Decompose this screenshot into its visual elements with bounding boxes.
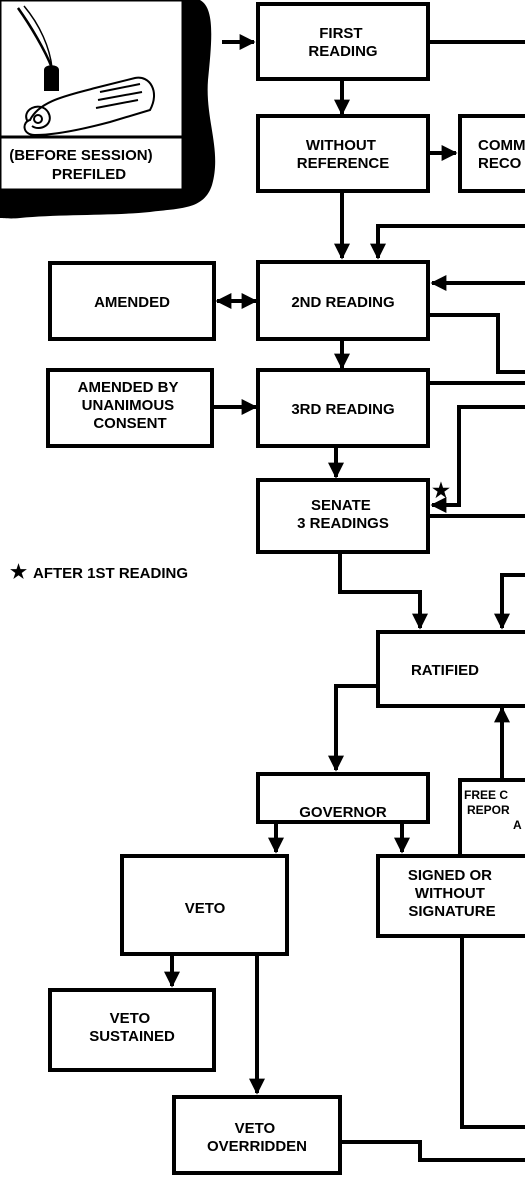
governor-label: GOVERNOR <box>299 804 387 821</box>
node-third-reading: 3RD READING <box>256 368 430 448</box>
node-signed: SIGNED OR WITHOUT SIGNATURE <box>376 854 525 938</box>
veto-overridden-label: VETO OVERRIDDEN <box>207 1120 307 1155</box>
prefiled-node: (BEFORE SESSION) PREFILED <box>0 0 216 219</box>
third-reading-label: 3RD READING <box>291 401 394 418</box>
node-free-conference: FREE C REPOR A <box>458 778 525 862</box>
arrow-senate-to-ratified <box>338 553 428 630</box>
arrow-committee-return <box>370 224 525 260</box>
node-amended: AMENDED <box>48 261 216 341</box>
senate-label: SENATE 3 READINGS <box>297 497 389 532</box>
connectors <box>164 34 525 1162</box>
node-ratified: RATIFIED <box>376 630 525 708</box>
node-veto-overridden: VETO OVERRIDDEN <box>172 1095 342 1175</box>
node-first-reading: FIRST READING <box>256 2 430 81</box>
node-veto-sustained: VETO SUSTAINED <box>48 988 216 1072</box>
node-amended-unanimous: AMENDED BY UNANIMOUS CONSENT <box>46 368 214 448</box>
arrow-into-ratified <box>494 573 525 630</box>
ratified-label: RATIFIED <box>411 662 479 679</box>
line-second-reading-out <box>430 313 525 374</box>
arrow-into-senate <box>430 405 525 513</box>
footnote: ★ AFTER 1ST READING <box>10 562 188 583</box>
scroll-quill-icon <box>16 5 155 137</box>
node-senate: SENATE 3 READINGS <box>256 478 430 554</box>
node-governor: GOVERNOR <box>256 772 430 824</box>
footnote-star-icon: ★ <box>10 562 27 583</box>
footnote-text: AFTER 1ST READING <box>33 565 188 582</box>
amended-unanimous-label: AMENDED BY UNANIMOUS CONSENT <box>78 379 183 432</box>
without-reference-label: WITHOUT REFERENCE <box>297 137 390 172</box>
node-committee: COMM RECO <box>458 114 525 193</box>
node-second-reading: 2ND READING <box>256 260 430 341</box>
line-signed-out <box>460 937 525 1129</box>
line-overridden-out <box>340 1140 525 1162</box>
prefiled-label: (BEFORE SESSION) PREFILED <box>9 147 157 183</box>
veto-label: VETO <box>185 900 226 917</box>
second-reading-label: 2ND READING <box>291 294 394 311</box>
free-conference-label: FREE C REPOR A <box>464 788 522 832</box>
first-reading-label: FIRST READING <box>308 25 377 60</box>
node-without-reference: WITHOUT REFERENCE <box>256 114 430 193</box>
veto-sustained-label: VETO SUSTAINED <box>89 1010 175 1045</box>
amended-label: AMENDED <box>94 294 170 311</box>
signed-label: SIGNED OR WITHOUT SIGNATURE <box>408 867 496 920</box>
star-icon: ★ <box>432 480 450 502</box>
node-veto: VETO <box>120 854 289 956</box>
committee-label: COMM RECO <box>478 137 525 172</box>
arrow-ratified-to-governor <box>328 684 378 772</box>
